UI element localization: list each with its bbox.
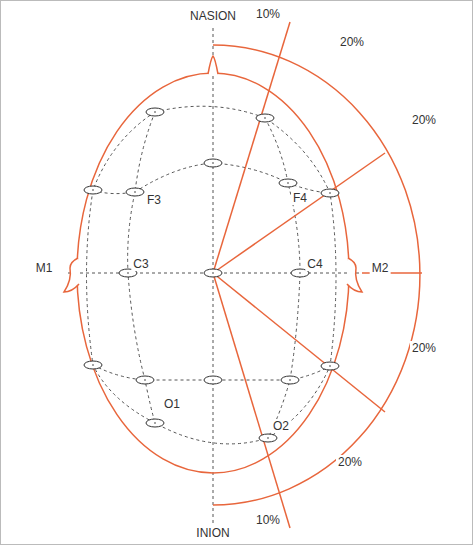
electrode-dot [92, 189, 94, 191]
electrode [84, 361, 102, 369]
electrode [146, 108, 164, 116]
electrode [136, 376, 154, 384]
electrode-dot [267, 437, 269, 439]
electrode-label: M2 [370, 261, 391, 275]
electrode [146, 419, 164, 427]
radial-line [213, 273, 290, 528]
electrode-group [84, 108, 339, 442]
electrode-dot [154, 111, 156, 113]
electrode-dot [134, 191, 136, 193]
electrode [204, 159, 222, 167]
radial-line [213, 153, 385, 273]
right-ear [347, 258, 362, 292]
electrode [126, 188, 144, 196]
electrode-label: C3 [131, 257, 150, 271]
radial-line [213, 273, 385, 412]
electrode-dot [127, 272, 129, 274]
electrode-label: F4 [291, 191, 309, 205]
electrode [204, 269, 222, 277]
electrode-dot [329, 192, 331, 194]
electrode-dot [287, 182, 289, 184]
electrode-label: INION [194, 526, 231, 540]
electrode [279, 179, 297, 187]
radial-line [213, 22, 290, 273]
measure-arc [213, 45, 420, 505]
electrode-label: 20% [336, 455, 364, 469]
electrode-label: 20% [410, 341, 438, 355]
electrode [256, 114, 274, 122]
left-ear [64, 258, 79, 292]
electrode-label: F3 [145, 193, 163, 207]
electrode-dot [212, 379, 214, 381]
electrode-dot [212, 272, 214, 274]
electrode-dot [289, 379, 291, 381]
electrode-dot [329, 365, 331, 367]
electrode-dot [299, 272, 301, 274]
electrode-label: 20% [410, 113, 438, 127]
electrode-label: O2 [271, 419, 291, 433]
electrode [84, 186, 102, 194]
electrode [204, 376, 222, 384]
electrode [321, 189, 339, 197]
electrode-dot [154, 422, 156, 424]
electrode-dot [144, 379, 146, 381]
electrode [281, 376, 299, 384]
electrode-dot [212, 162, 214, 164]
electrode-label: M1 [34, 261, 55, 275]
electrode-dot [92, 364, 94, 366]
electrode-label: 10% [254, 513, 282, 527]
right-arc [265, 118, 300, 438]
head-outline [77, 73, 349, 473]
electrode-ring [87, 106, 337, 444]
electrode-label: NASION [188, 9, 238, 23]
nose [208, 56, 218, 74]
electrode-dot [264, 117, 266, 119]
left-arc [128, 112, 155, 423]
electrode-label: C4 [305, 257, 324, 271]
electrode-label: 10% [254, 7, 282, 21]
electrode-label: O1 [162, 397, 182, 411]
electrode [259, 434, 277, 442]
electrode [321, 362, 339, 370]
electrode-label: 20% [338, 35, 366, 49]
